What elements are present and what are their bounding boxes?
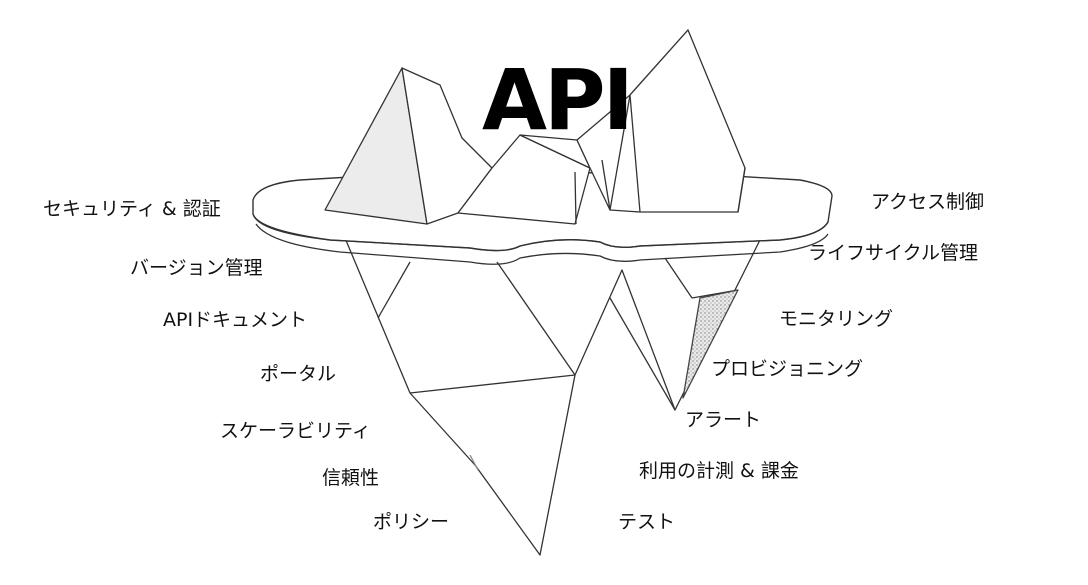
label-monitoring: モニタリング (779, 308, 894, 330)
label-usage-metering-billing: 利用の計測 & 課金 (639, 460, 799, 482)
underwater-iceberg (344, 237, 761, 556)
label-lifecycle-management: ライフサイクル管理 (808, 242, 979, 264)
label-security-auth: セキュリティ & 認証 (43, 198, 221, 220)
label-testing: テスト (618, 511, 676, 533)
shaded-facet (682, 289, 739, 399)
label-alerts: アラート (685, 409, 762, 431)
label-provisioning: プロビジョニング (711, 358, 864, 380)
label-policy: ポリシー (373, 511, 450, 533)
label-reliability: 信頼性 (322, 467, 380, 489)
diagram-title: API (482, 51, 634, 149)
label-version-management: バージョン管理 (130, 257, 263, 279)
label-scalability: スケーラビリティ (220, 420, 371, 442)
iceberg-peaks (324, 29, 746, 225)
label-api-documentation: APIドキュメント (163, 309, 308, 331)
label-portal: ポータル (260, 363, 337, 385)
label-access-control: アクセス制御 (871, 191, 985, 213)
